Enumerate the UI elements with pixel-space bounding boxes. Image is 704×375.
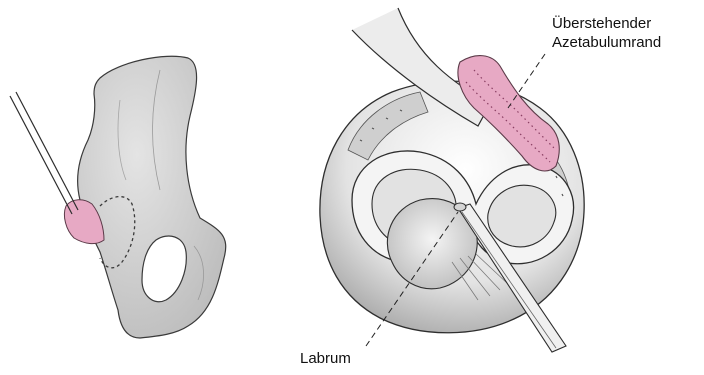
pelvis-bone <box>78 56 226 338</box>
label-rim-line2: Azetabulumrand <box>552 33 661 52</box>
label-rim-line1: Überstehender <box>552 14 651 33</box>
left-instrument <box>10 96 72 214</box>
label-labrum: Labrum <box>300 349 351 368</box>
acetabulum-view <box>320 81 584 333</box>
